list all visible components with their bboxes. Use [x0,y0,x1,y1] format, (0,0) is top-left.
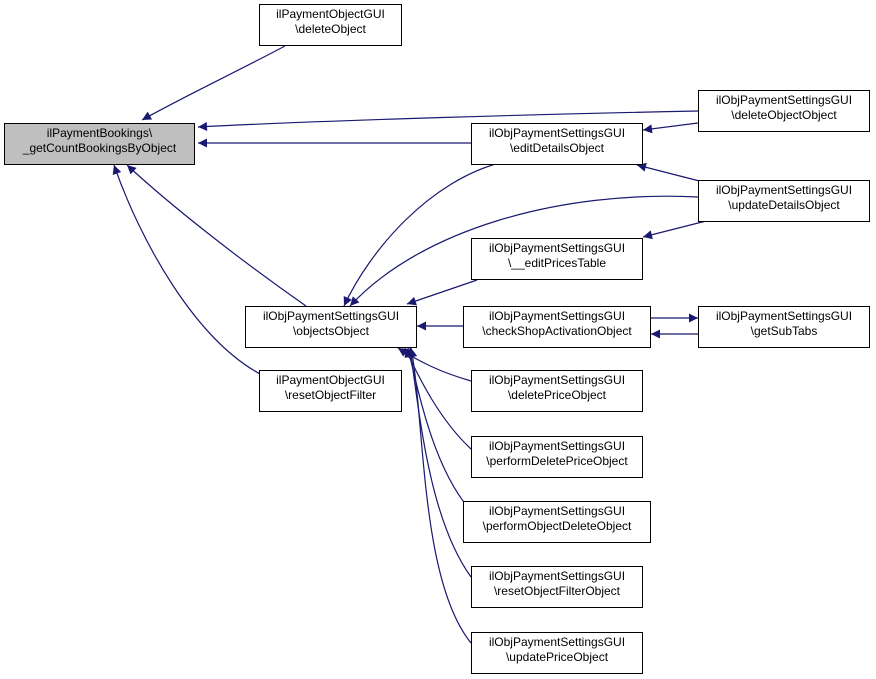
edge-updatedetails-to-objects [349,195,699,307]
edge-deleteprice-to-objects [397,347,472,382]
node-class-label: ilObjPaymentSettingsGUI [488,635,626,649]
edge-updateprice-to-objects [408,347,472,644]
node-class-label: ilObjPaymentSettingsGUI [488,373,626,387]
node-method-label: \editDetailsObject [509,141,605,155]
node-class-label: ilObjPaymentSettingsGUI [488,241,626,255]
node-method-label: \deletePriceObject [507,388,607,402]
node-class-label: ilObjPaymentSettingsGUI [262,309,400,323]
node-edit-prices-table[interactable]: ilObjPaymentSettingsGUI \__editPricesTab… [471,238,643,280]
node-class-label: ilObjPaymentSettingsGUI [488,439,626,453]
node-method-label: \performDeletePriceObject [486,454,628,468]
node-class-label: ilObjPaymentSettingsGUI [488,569,626,583]
node-perform-object-delete-object[interactable]: ilObjPaymentSettingsGUI \performObjectDe… [463,501,651,543]
node-class-label: ilPaymentBookings\ [46,126,153,140]
node-class-label: ilObjPaymentSettingsGUI [488,504,626,518]
edge-editdetails-to-objects [343,161,504,307]
node-method-label: \checkShopActivationObject [482,324,632,338]
node-delete-price-object[interactable]: ilObjPaymentSettingsGUI \deletePriceObje… [471,370,643,412]
node-method-label: \updatePriceObject [505,650,609,664]
node-class-label: ilObjPaymentSettingsGUI [488,309,626,323]
node-edit-details-object[interactable]: ilObjPaymentSettingsGUI \editDetailsObje… [471,123,643,165]
edge-performdeleteprice-to-objects [404,347,472,450]
node-method-label: \objectsObject [292,324,370,338]
node-method-label: \deleteObject [295,22,366,36]
node-method-label: \performObjectDeleteObject [482,519,632,533]
edge-updatedetails-to-editprices [642,219,711,240]
node-class-label: ilPaymentObjectGUI [276,7,385,21]
node-class-label: ilObjPaymentSettingsGUI [715,93,853,107]
node-perform-delete-price-object[interactable]: ilObjPaymentSettingsGUI \performDeletePr… [471,436,643,478]
node-method-label: \deleteObjectObject [731,108,837,122]
node-method-label: \resetObjectFilter [284,388,377,402]
node-method-label: \resetObjectFilterObject [493,584,621,598]
edge-editprices-to-objects [406,279,478,306]
node-reset-object-filter-object[interactable]: ilObjPaymentSettingsGUI \resetObjectFilt… [471,566,643,608]
node-get-sub-tabs[interactable]: ilObjPaymentSettingsGUI \getSubTabs [698,306,870,348]
node-update-details-object[interactable]: ilObjPaymentSettingsGUI \updateDetailsOb… [698,180,870,222]
node-objects-object[interactable]: ilObjPaymentSettingsGUI \objectsObject [245,306,417,348]
node-class-label: ilObjPaymentSettingsGUI [488,126,626,140]
node-payment-object-gui-reset-object-filter[interactable]: ilPaymentObjectGUI \resetObjectFilter [259,370,402,412]
edge-resetobjectfilter-to-root [112,164,263,376]
edge-deleteobject-to-root [141,45,286,121]
node-method-label: \getSubTabs [750,324,818,338]
node-update-price-object[interactable]: ilObjPaymentSettingsGUI \updatePriceObje… [471,632,643,674]
edge-deleteobjectobject-to-editdetails [642,122,699,134]
edge-objects-to-root [126,164,307,307]
node-class-label: ilPaymentObjectGUI [276,373,385,387]
node-class-label: ilObjPaymentSettingsGUI [715,309,853,323]
node-check-shop-activation-object[interactable]: ilObjPaymentSettingsGUI \checkShopActiva… [463,306,651,348]
edge-deleteobjectobject-to-root [197,110,699,132]
node-method-label: \__editPricesTable [507,256,607,270]
node-class-label: ilObjPaymentSettingsGUI [715,183,853,197]
node-method-label: _getCountBookingsByObject [22,141,177,155]
node-method-label: \updateDetailsObject [728,198,840,212]
edge-resetfilterobj-to-objects [406,347,472,578]
node-payment-object-gui-delete-object[interactable]: ilPaymentObjectGUI \deleteObject [259,4,402,46]
node-delete-object-object[interactable]: ilObjPaymentSettingsGUI \deleteObjectObj… [698,90,870,132]
node-root[interactable]: ilPaymentBookings\ _getCountBookingsByOb… [4,123,195,165]
